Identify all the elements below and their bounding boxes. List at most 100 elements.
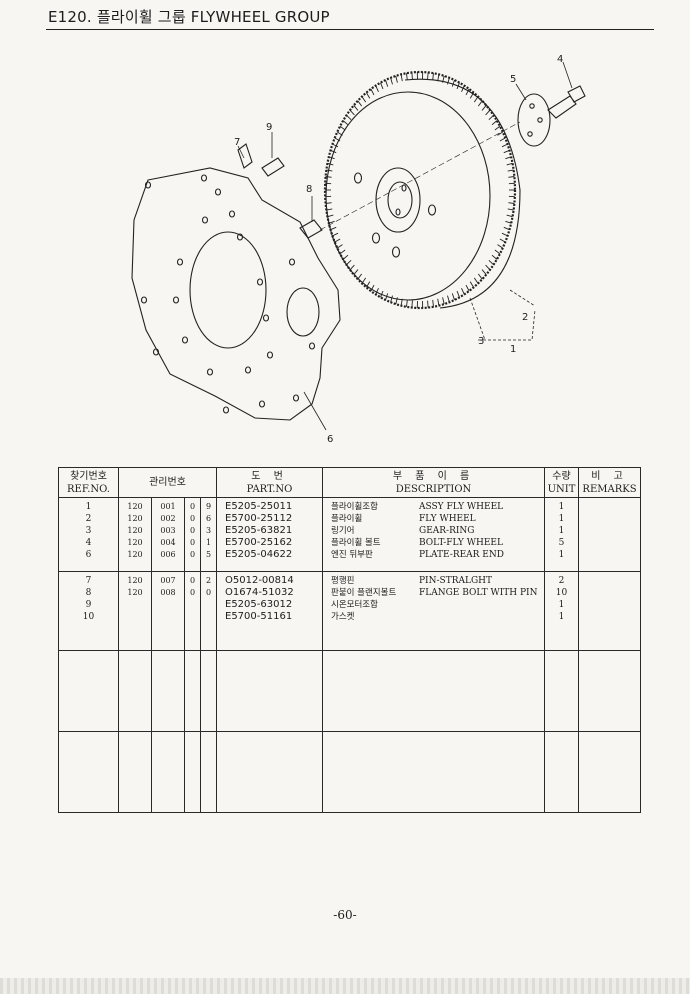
callout-7: 7 (234, 137, 240, 148)
cell-value-ref: 1 (85, 502, 92, 512)
rear-end-plate-outline (131, 167, 341, 421)
cell-value-m4: 1 (205, 538, 212, 547)
table-block (58, 650, 641, 732)
cell-rem (578, 497, 641, 572)
cell-value-unit: 1 (558, 502, 565, 512)
callout-5: 5 (510, 74, 516, 85)
cell-value-m3: 0 (189, 588, 196, 597)
assembly-axis (319, 121, 521, 231)
desc-korean: 플라이휠 볼트 (331, 538, 381, 548)
desc-english: GEAR-RING (419, 526, 475, 536)
flywheel-face (325, 91, 491, 301)
cell-m1 (118, 650, 152, 732)
cell-m2 (151, 731, 185, 813)
desc-english: PIN-STRALGHT (419, 576, 492, 586)
cell-m3 (184, 650, 201, 732)
cell-value-part: E5205-04622 (225, 549, 293, 560)
cell-ref (58, 650, 119, 732)
cell-value-unit: 1 (558, 612, 565, 622)
cell-value-m4 (201, 599, 216, 611)
pin-bolt (261, 157, 285, 177)
cell-value-part: E5700-51161 (225, 611, 293, 622)
cell-value-m4: 2 (205, 576, 212, 585)
flywheel-bolt (547, 85, 586, 119)
page-number: -60- (333, 908, 357, 922)
cell-value-unit: 1 (558, 526, 565, 536)
cell-value-m1: 120 (127, 588, 143, 597)
cell-m3 (184, 731, 201, 813)
cell-part (216, 650, 323, 732)
cell-rem (578, 650, 641, 732)
cell-rem (578, 571, 641, 651)
cell-desc (322, 731, 545, 813)
cell-value-unit: 1 (558, 600, 565, 610)
cell-m4 (200, 731, 217, 813)
cell-value-m2: 006 (160, 550, 176, 559)
cell-value-m1: 120 (127, 550, 143, 559)
cell-m4 (200, 650, 217, 732)
table-block (58, 731, 641, 813)
cell-value-ref: 4 (85, 538, 92, 548)
cell-value-m4: 9 (205, 502, 212, 511)
header-rule (46, 29, 654, 30)
cell-value-m2: 007 (160, 576, 176, 585)
desc-english: FLY WHEEL (419, 514, 476, 524)
cell-value-m1: 120 (127, 526, 143, 535)
flange-bolt (299, 219, 323, 239)
callout-3: 3 (478, 336, 484, 347)
cell-value-m3: 0 (189, 514, 196, 523)
cell-value-m3: 0 (189, 526, 196, 535)
cell-value-m2 (152, 599, 184, 611)
cell-value-ref: 7 (85, 576, 92, 586)
cell-part (216, 731, 323, 813)
leader-lines (237, 61, 573, 431)
cell-value-m4: 6 (205, 514, 212, 523)
cell-value-unit: 10 (555, 588, 568, 598)
cell-value-ref: 10 (82, 612, 95, 622)
cell-value-m4: 5 (205, 550, 212, 559)
cell-value-m1: 120 (127, 514, 143, 523)
callout-1: 1 (510, 344, 516, 355)
cell-value-m2 (152, 611, 184, 623)
cell-value-m3: 0 (189, 550, 196, 559)
cell-value-part: E5700-25162 (225, 537, 293, 548)
callout-6: 6 (327, 434, 333, 445)
desc-korean: 플라이휠 (331, 514, 363, 524)
desc-row: 시온모터조합 (323, 599, 544, 611)
flywheel-bolt-plate (517, 93, 551, 147)
cell-value-unit: 1 (558, 550, 565, 560)
desc-korean: 평행핀 (331, 576, 355, 586)
diagram-callouts: 4 5 7 9 8 2 3 1 6 (234, 54, 563, 445)
desc-english: PLATE-REAR END (419, 550, 504, 560)
straight-pin (237, 143, 253, 169)
flywheel-hub (375, 167, 421, 233)
flywheel-exploded-diagram: 4 5 7 9 8 2 3 1 6 (131, 54, 586, 445)
cell-m2 (151, 650, 185, 732)
desc-korean: 가스켓 (331, 612, 355, 622)
cell-value-m1: 120 (127, 576, 143, 585)
flywheel-holes (353, 172, 437, 258)
cell-value-ref: 8 (85, 588, 92, 598)
flywheel-hub-inner (387, 181, 413, 219)
cell-unit (544, 650, 579, 732)
